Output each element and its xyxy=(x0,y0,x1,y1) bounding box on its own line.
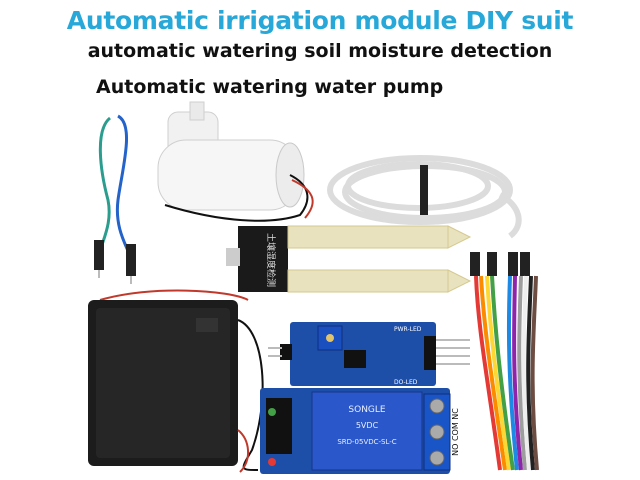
water-pump xyxy=(157,101,314,222)
page-title: Automatic irrigation module DIY suit xyxy=(66,6,574,35)
do-led-label: DO-LED xyxy=(394,379,418,386)
relay-module: SONGLE 5VDC SRD-05VDC-SL-C NO COM NC xyxy=(260,388,460,474)
page-subtitle: automatic watering soil moisture detecti… xyxy=(87,40,553,62)
battery-box xyxy=(88,289,264,473)
dupont-ribbon-cable xyxy=(470,252,539,471)
pwr-led-label: PWR-LED xyxy=(394,326,422,333)
soil-moisture-probe: 土壤湿度检测 xyxy=(226,225,472,293)
sensor-control-module: PWR-LED DO-LED xyxy=(268,322,470,386)
relay-label-2: 5VDC xyxy=(356,421,379,430)
jumper-wires-pair xyxy=(94,114,136,284)
pump-caption: Automatic watering water pump xyxy=(96,76,444,98)
relay-label-1: SONGLE xyxy=(348,405,386,415)
sensor-label: 土壤湿度检测 xyxy=(265,233,277,287)
relay-label-3: SRD-05VDC-SL-C xyxy=(337,438,396,446)
silicone-tube xyxy=(327,155,522,239)
relay-terminals: NO COM NC xyxy=(451,408,460,456)
